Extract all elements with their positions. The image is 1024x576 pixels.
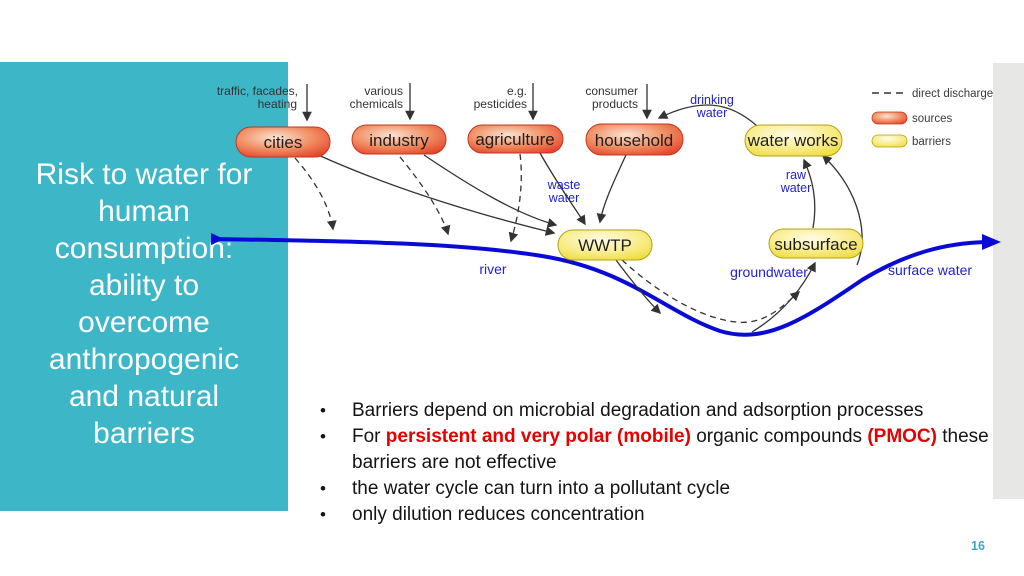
node-wwtp bbox=[557, 229, 653, 261]
label-raw-water-line1: raw bbox=[786, 168, 807, 182]
river-start-arrow-icon bbox=[211, 233, 224, 245]
legend-sources-label: sources bbox=[912, 113, 953, 125]
arrow-wwtp-to-groundwater bbox=[621, 259, 801, 323]
next-slide-edge[interactable] bbox=[993, 63, 1024, 499]
river-end-arrow-icon bbox=[982, 234, 1001, 250]
bullet-text: the water cycle can turn into a pollutan… bbox=[352, 478, 731, 499]
arrow-industry-to-river bbox=[399, 156, 451, 236]
label-drinking-water-line1: drinking bbox=[690, 93, 734, 107]
node-water-works bbox=[744, 124, 843, 157]
node-wwtp-label: WWTP bbox=[578, 236, 632, 255]
label-raw-water-line2: water bbox=[780, 181, 812, 195]
slide-title: Risk to water for human consumption: abi… bbox=[35, 158, 253, 450]
river-flow bbox=[211, 233, 1001, 337]
legend-barriers-swatch-icon bbox=[871, 134, 908, 148]
bullet-item: • Barriers depend on microbial degradati… bbox=[320, 398, 992, 424]
input-labels: traffic, facades, heating various chemic… bbox=[217, 84, 638, 111]
node-agriculture bbox=[467, 124, 564, 154]
input-chemicals-line1: various bbox=[364, 84, 403, 98]
arrow-cities-to-wwtp bbox=[315, 153, 556, 236]
bullet-text-segment: For bbox=[352, 426, 386, 447]
node-water-works-label: water works bbox=[747, 131, 839, 150]
label-river: river bbox=[479, 261, 507, 277]
label-drinking-water-line2: water bbox=[696, 106, 728, 120]
input-pesticides-line2: pesticides bbox=[474, 97, 527, 111]
legend-sources-swatch-icon bbox=[871, 111, 908, 125]
arrow-wwtp-to-river bbox=[615, 259, 662, 315]
input-products-line2: products bbox=[592, 97, 638, 111]
bullet-text: Barriers depend on microbial degradation… bbox=[352, 400, 924, 421]
node-agriculture-label: agriculture bbox=[475, 130, 554, 149]
direct-discharge-arrows bbox=[294, 153, 801, 323]
bullet-marker: • bbox=[320, 401, 326, 420]
label-groundwater: groundwater bbox=[730, 264, 808, 280]
highlighted-text-segment: (PMOC) bbox=[867, 426, 937, 447]
bullet-item: • only dilution reduces concentration bbox=[320, 502, 992, 528]
bullet-list: • Barriers depend on microbial degradati… bbox=[320, 398, 992, 528]
input-traffic-line2: heating bbox=[258, 97, 297, 111]
node-industry-label: industry bbox=[369, 131, 429, 150]
legend: direct discharge sources barriers bbox=[871, 88, 993, 148]
input-traffic-line1: traffic, facades, bbox=[217, 84, 298, 98]
bullet-marker: • bbox=[320, 505, 326, 524]
bullet-text-segment: these barriers are not effective bbox=[352, 426, 989, 473]
arrow-groundwater-to-subsurface bbox=[751, 261, 816, 333]
bullet-marker: • bbox=[320, 479, 326, 498]
arrow-agriculture-to-river bbox=[508, 153, 522, 243]
bullet-text: For persistent and very polar (mobile) o… bbox=[352, 424, 992, 476]
input-chemicals-line2: chemicals bbox=[350, 97, 403, 111]
label-waste-water-line1: waste bbox=[547, 178, 581, 192]
input-pesticides-line1: e.g. bbox=[507, 84, 527, 98]
node-subsurface-label: subsurface bbox=[774, 235, 857, 254]
arrow-cities-to-river bbox=[294, 157, 337, 231]
node-household-label: household bbox=[595, 131, 673, 150]
arrow-subsurface-to-waterworks bbox=[802, 158, 816, 229]
arrow-household-to-wwtp bbox=[596, 154, 627, 224]
input-products-line1: consumer bbox=[585, 84, 638, 98]
legend-barriers-label: barriers bbox=[912, 136, 951, 148]
page-number: 16 bbox=[971, 539, 985, 553]
flow-labels: drinking water waste water raw water riv… bbox=[479, 93, 972, 280]
node-subsurface bbox=[768, 228, 864, 259]
flow-arrows bbox=[302, 83, 863, 333]
node-cities-label: cities bbox=[264, 133, 303, 152]
bullet-item: • the water cycle can turn into a pollut… bbox=[320, 476, 992, 502]
legend-direct-discharge-label: direct discharge bbox=[912, 88, 993, 100]
label-waste-water-line2: water bbox=[548, 191, 580, 205]
barrier-nodes: water works WWTP subsurface bbox=[557, 124, 864, 261]
highlighted-text-segment: persistent and very polar (mobile) bbox=[385, 426, 691, 447]
bullet-marker: • bbox=[320, 427, 326, 446]
node-household bbox=[585, 123, 684, 156]
river-line bbox=[213, 237, 987, 337]
bullet-text: only dilution reduces concentration bbox=[352, 504, 645, 525]
arrow-waterworks-to-household bbox=[657, 104, 758, 127]
arrow-agriculture-to-wwtp bbox=[539, 152, 586, 226]
arrow-industry-to-wwtp bbox=[423, 154, 558, 228]
label-surface-water: surface water bbox=[888, 262, 972, 278]
bullet-item: • For persistent and very polar (mobile)… bbox=[320, 424, 992, 476]
node-industry bbox=[351, 124, 447, 155]
bullet-text-segment: organic compounds bbox=[690, 426, 868, 447]
node-cities bbox=[235, 126, 331, 158]
source-nodes: cities industry agriculture household bbox=[235, 123, 684, 158]
